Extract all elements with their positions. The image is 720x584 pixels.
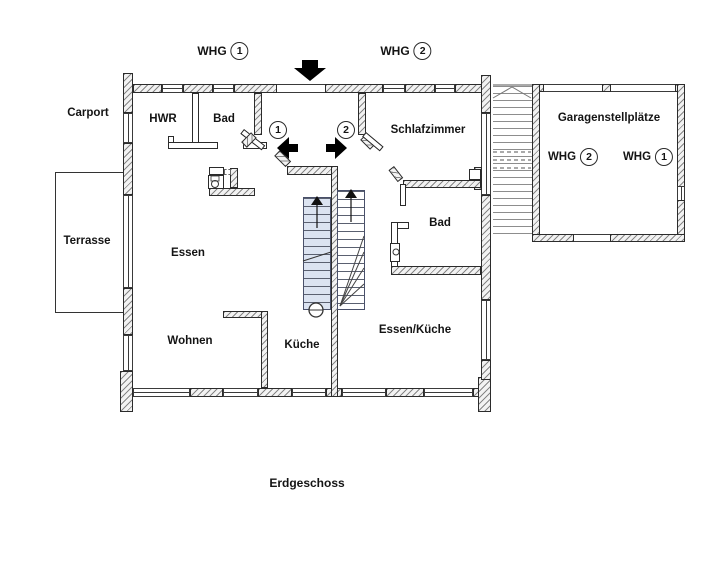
wall-segment [190, 388, 223, 397]
garage-rear-door [574, 234, 610, 242]
window [342, 388, 386, 397]
wall-corner [478, 377, 491, 412]
garage-door-opening [611, 84, 675, 92]
wall-segment [234, 84, 277, 93]
garage-space-whg1-number: 1 [655, 148, 674, 166]
entrance-1-number: 1 [269, 121, 287, 139]
fixture-bad2 [390, 243, 400, 262]
floor-title: Erdgeschoss [269, 476, 345, 490]
wall-segment [481, 360, 491, 380]
window [162, 84, 183, 93]
garage-space-whg2-number: 2 [580, 148, 599, 166]
wall-segment [123, 73, 133, 113]
wall-segment [258, 388, 292, 397]
window [481, 113, 491, 195]
room-label-essen: Essen [171, 247, 205, 259]
wall-door-jamb [388, 166, 404, 183]
window [223, 388, 258, 397]
wall-segment [481, 195, 491, 300]
stair-run-left [303, 197, 331, 310]
room-label-hwr: HWR [149, 113, 177, 125]
entrance-2-number: 2 [337, 121, 355, 139]
wall-schlafzimmer-bottom [403, 180, 481, 188]
wall-bad2-bottom [391, 266, 481, 275]
terrace-outline [55, 172, 123, 313]
garage-space-whg1-text: WHG [622, 151, 652, 163]
kitchen-counter-wall [230, 168, 238, 188]
entrance-door-opening [277, 84, 325, 93]
whg1-header: WHG 1 [197, 42, 249, 60]
whg2-header: WHG 2 [380, 42, 432, 60]
wall-hall-wing [274, 150, 292, 168]
garage-space-whg2: WHG 2 [547, 148, 599, 166]
room-label-essen-kueche: Essen/Küche [378, 324, 452, 336]
window [123, 335, 133, 371]
wall-segment [405, 84, 435, 93]
garage-wall [602, 84, 611, 92]
terrace-door-window [123, 195, 133, 288]
window [383, 84, 405, 93]
wall-segment [183, 84, 213, 93]
garage-wall-right [677, 84, 685, 188]
window [133, 388, 190, 397]
kitchen-counter-top [209, 167, 224, 175]
wall-segment [386, 388, 424, 397]
partition-hwr-bottom [168, 142, 218, 149]
wall-corner [120, 371, 133, 412]
window [481, 300, 491, 360]
kitchen-counter-base [209, 188, 255, 196]
garage-wall-bottom [610, 234, 685, 242]
room-label-wohnen: Wohnen [167, 335, 213, 347]
wall-wohnen-kueche-v [261, 311, 268, 388]
room-label-schlafzimmer: Schlafzimmer [390, 124, 466, 136]
garage-wall-left [532, 84, 540, 242]
whg1-header-number: 1 [230, 42, 249, 60]
room-label-carport: Carport [67, 107, 109, 119]
garage-space-whg2-text: WHG [547, 151, 577, 163]
entrance-1-badge: 1 [269, 121, 287, 139]
kitchen-counter-dashed [224, 169, 231, 175]
entrance-2-badge: 2 [337, 121, 355, 139]
garage-title: Garagenstellplätze [557, 112, 661, 124]
wall-segment [481, 75, 491, 113]
window [123, 113, 133, 143]
window [292, 388, 326, 397]
wall-segment [123, 288, 133, 335]
stair-run-right [337, 190, 365, 310]
partition-hwr-bad [192, 93, 199, 149]
entrance-arrow-down-icon [294, 60, 326, 81]
stair-outdoor [493, 86, 532, 234]
whg1-header-text: WHG [197, 44, 227, 58]
window [424, 388, 473, 397]
wall-segment [325, 84, 383, 93]
window [213, 84, 234, 93]
room-label-bad2: Bad [429, 217, 451, 229]
room-label-kueche: Küche [284, 339, 320, 351]
room-label-bad1: Bad [213, 113, 235, 125]
wall-segment [123, 143, 133, 195]
entrance-arrow-right-icon [326, 137, 347, 159]
garage-wall-bottom [532, 234, 574, 242]
whg2-header-text: WHG [380, 44, 410, 58]
kitchen-appliance [208, 175, 224, 189]
whg2-header-number: 2 [413, 42, 432, 60]
wall-corridor-right [358, 93, 366, 135]
garage-door-opening [544, 84, 602, 92]
wall-segment [133, 84, 162, 93]
room-label-terrasse: Terrasse [63, 235, 111, 247]
garage-space-whg1: WHG 1 [622, 148, 674, 166]
window [435, 84, 455, 93]
partition-stub [400, 184, 406, 206]
wall-corridor-left [254, 93, 262, 135]
partition-stub [469, 169, 481, 180]
